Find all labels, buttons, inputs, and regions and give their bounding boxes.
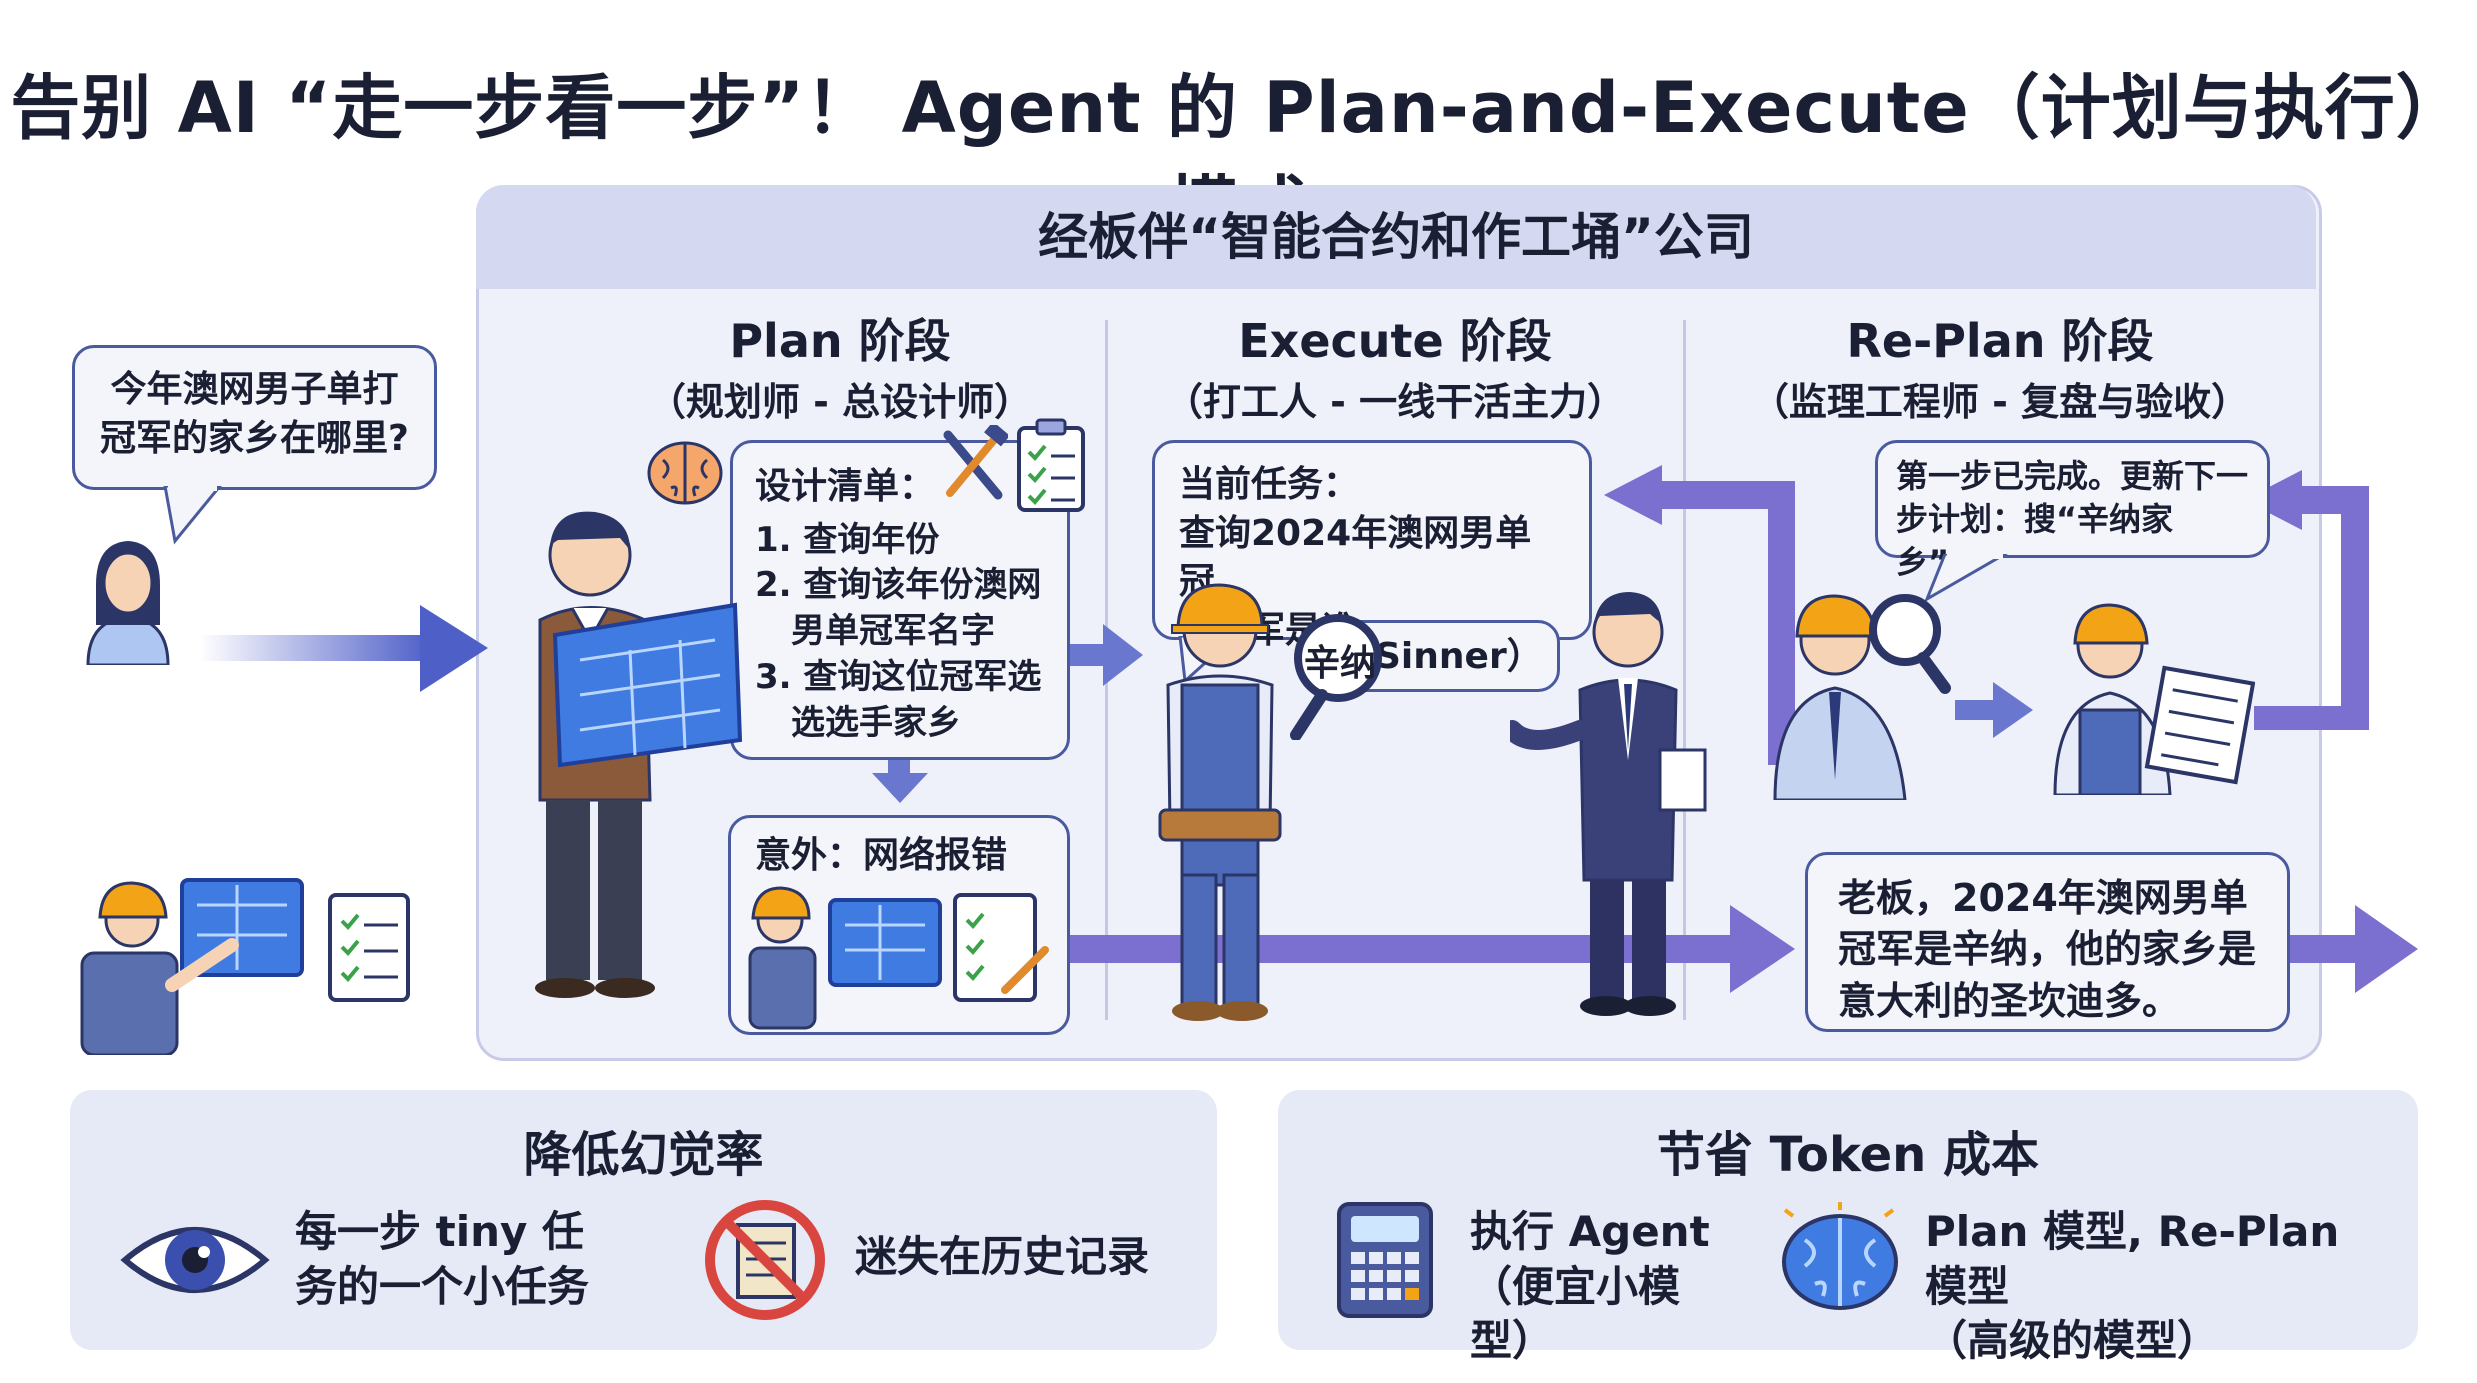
plan-phase-title: Plan 阶段	[729, 314, 951, 368]
eye-icon	[120, 1227, 270, 1293]
plan-list-item: 1. 查询年份	[755, 519, 940, 560]
bubble-tail	[1925, 554, 2009, 602]
arrow-replan-back	[1604, 465, 1795, 765]
execute-phase-title: Execute 阶段	[1238, 314, 1552, 368]
final-answer-bubble: 老板，2024年澳网男单冠军是辛纳，他的家乡是意大利的圣坎迪多。	[1805, 852, 2290, 1032]
magnifier-icon	[1290, 614, 1382, 740]
planner-model-name: Plan 模型, Re-Plan 模型	[1925, 1207, 2340, 1311]
no-history-icon	[705, 1200, 825, 1320]
execute-agent-name: 执行 Agent	[1470, 1207, 1710, 1256]
plan-list-item: 男单冠军名字	[791, 611, 995, 652]
phase-divider	[1683, 320, 1686, 1020]
user-avatar-icon	[86, 541, 170, 665]
execute-phase-subtitle: （打工人 - 一线干活主力）	[1164, 380, 1626, 424]
hallucination-panel	[70, 1090, 1217, 1350]
planner-figure	[535, 511, 743, 998]
arrow-inspector-to-worker	[1955, 682, 2033, 738]
blueprint-worker-scene	[80, 878, 410, 1055]
plan-list-item: 3. 查询这位冠军选	[755, 657, 1042, 698]
plan-list: 1. 查询年份 2. 查询该年份澳网 男单冠军名字 3. 查询这位冠军选 选选手…	[755, 518, 1045, 747]
arrow-final-out	[2280, 905, 2418, 993]
current-task-bubble: 当前任务： 查询2024年澳网男单冠 军是谁	[1152, 440, 1592, 651]
plan-list-item: 2. 查询该年份澳网	[755, 565, 1042, 606]
search-result-prefix: 辛纳	[1303, 643, 1376, 684]
final-answer-text: 老板，2024年澳网男单冠军是辛纳，他的家乡是意大利的圣坎迪多。	[1838, 876, 2257, 1023]
hallucination-panel-title: 降低幻觉率	[523, 1127, 764, 1183]
current-task-line: 查询2024年澳网男单冠	[1179, 512, 1532, 603]
tools-icon	[943, 425, 1008, 500]
manager-figure	[1510, 592, 1707, 1016]
company-header: 经板伴“智能合约和作工埇”公司	[476, 185, 2316, 289]
checklist-icon	[1017, 418, 1085, 512]
execute-phase-header: Execute 阶段 （打工人 - 一线干活主力）	[1120, 305, 1670, 426]
bubble-tail	[163, 486, 222, 545]
execute-agent-label: 执行 Agent （便宜小模型）	[1470, 1205, 1740, 1369]
user-question-text: 今年澳网男子单打冠军的家乡在哪里?	[100, 369, 409, 459]
current-task-heading: 当前任务：	[1179, 464, 1360, 505]
accident-text: 意外：网络报错	[755, 835, 1008, 876]
arrow-user-to-plan	[200, 605, 488, 692]
brain-icon	[647, 441, 723, 505]
arrow-replan-loop	[2244, 470, 2369, 730]
tiny-task-text: 每一步 tiny 任务的一个小任务	[295, 1207, 590, 1311]
token-cost-panel-title: 节省 Token 成本	[1656, 1127, 2040, 1183]
lost-in-history-text: 迷失在历史记录	[855, 1232, 1150, 1281]
execute-agent-model: （便宜小模型）	[1470, 1261, 1681, 1366]
execute-worker-figure	[1158, 583, 1282, 1021]
replan-phase-title: Re-Plan 阶段	[1846, 314, 2154, 368]
plan-phase-header: Plan 阶段 （规划师 - 总设计师）	[600, 305, 1080, 426]
replan-phase-subtitle: （监理工程师 - 复盘与验收）	[1750, 380, 2250, 424]
user-question-bubble: 今年澳网男子单打冠军的家乡在哪里?	[72, 345, 437, 490]
plan-list-heading: 设计清单：	[755, 466, 936, 507]
brain-ai-icon	[1782, 1202, 1898, 1310]
arrow-to-final-answer	[1060, 905, 1795, 993]
arrow-down-to-accident	[872, 755, 928, 803]
planner-model-tier: （高级的模型）	[1925, 1316, 2220, 1366]
plan-list-item: 选选手家乡	[791, 703, 961, 744]
arrow-plan-to-execute	[1065, 624, 1143, 686]
plan-list-bubble: 设计清单： 1. 查询年份 2. 查询该年份澳网 男单冠军名字 3. 查询这位冠…	[730, 440, 1070, 760]
replan-note-bubble: 第一步已完成。更新下一步计划：搜“辛纳家乡”。	[1875, 440, 2270, 581]
calculator-icon	[1337, 1202, 1433, 1318]
inspector-figure	[1773, 594, 1951, 800]
plan-phase-subtitle: （规划师 - 总设计师）	[647, 380, 1033, 424]
replan-worker-figure	[2053, 603, 2255, 795]
replan-note-text: 第一步已完成。更新下一步计划：搜“辛纳家乡”。	[1896, 457, 2249, 582]
planner-model-label: Plan 模型, Re-Plan 模型 （高级的模型）	[1925, 1205, 2395, 1369]
replan-phase-header: Re-Plan 阶段 （监理工程师 - 复盘与验收）	[1700, 305, 2300, 426]
accident-worker-scene	[748, 886, 1049, 1030]
